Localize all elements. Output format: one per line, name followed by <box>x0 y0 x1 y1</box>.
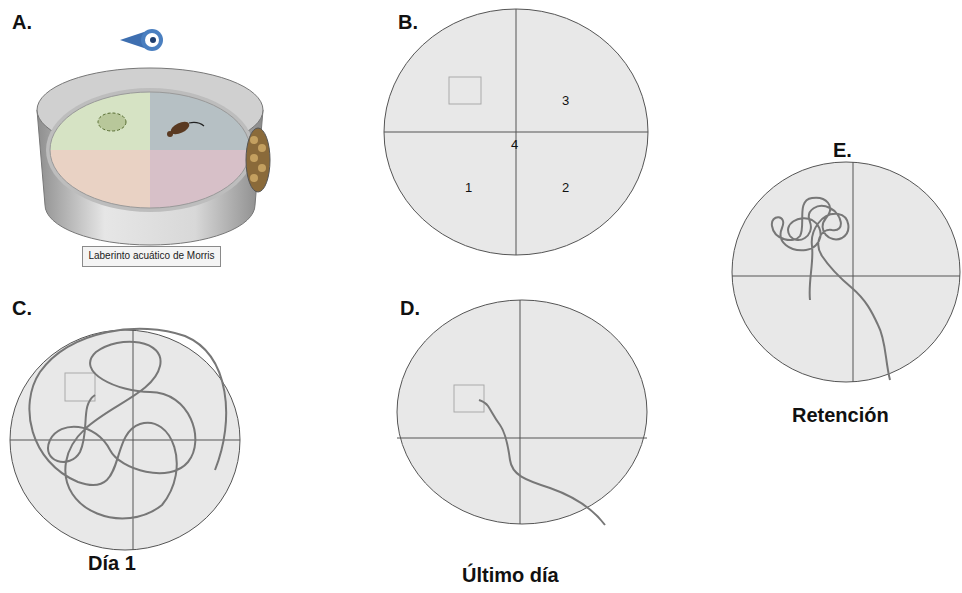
quadrant-number: 3 <box>562 94 569 107</box>
box-text: Laberinto acuático de Morris <box>87 250 216 263</box>
panel-letter: E. <box>833 140 852 160</box>
panel-caption: Retención <box>792 405 889 425</box>
panel-letter: B. <box>398 12 418 32</box>
quadrant-number: 1 <box>465 181 472 194</box>
panel-caption: Día 1 <box>88 553 136 573</box>
panel-caption: Último día <box>462 565 559 585</box>
caption-box: Laberinto acuático de Morris <box>82 246 221 267</box>
panel-letter: A. <box>12 12 32 32</box>
panel-letter: C. <box>12 298 32 318</box>
quadrant-number: 4 <box>511 138 518 151</box>
panel-letter: D. <box>400 298 420 318</box>
quadrant-number: 2 <box>562 181 569 194</box>
